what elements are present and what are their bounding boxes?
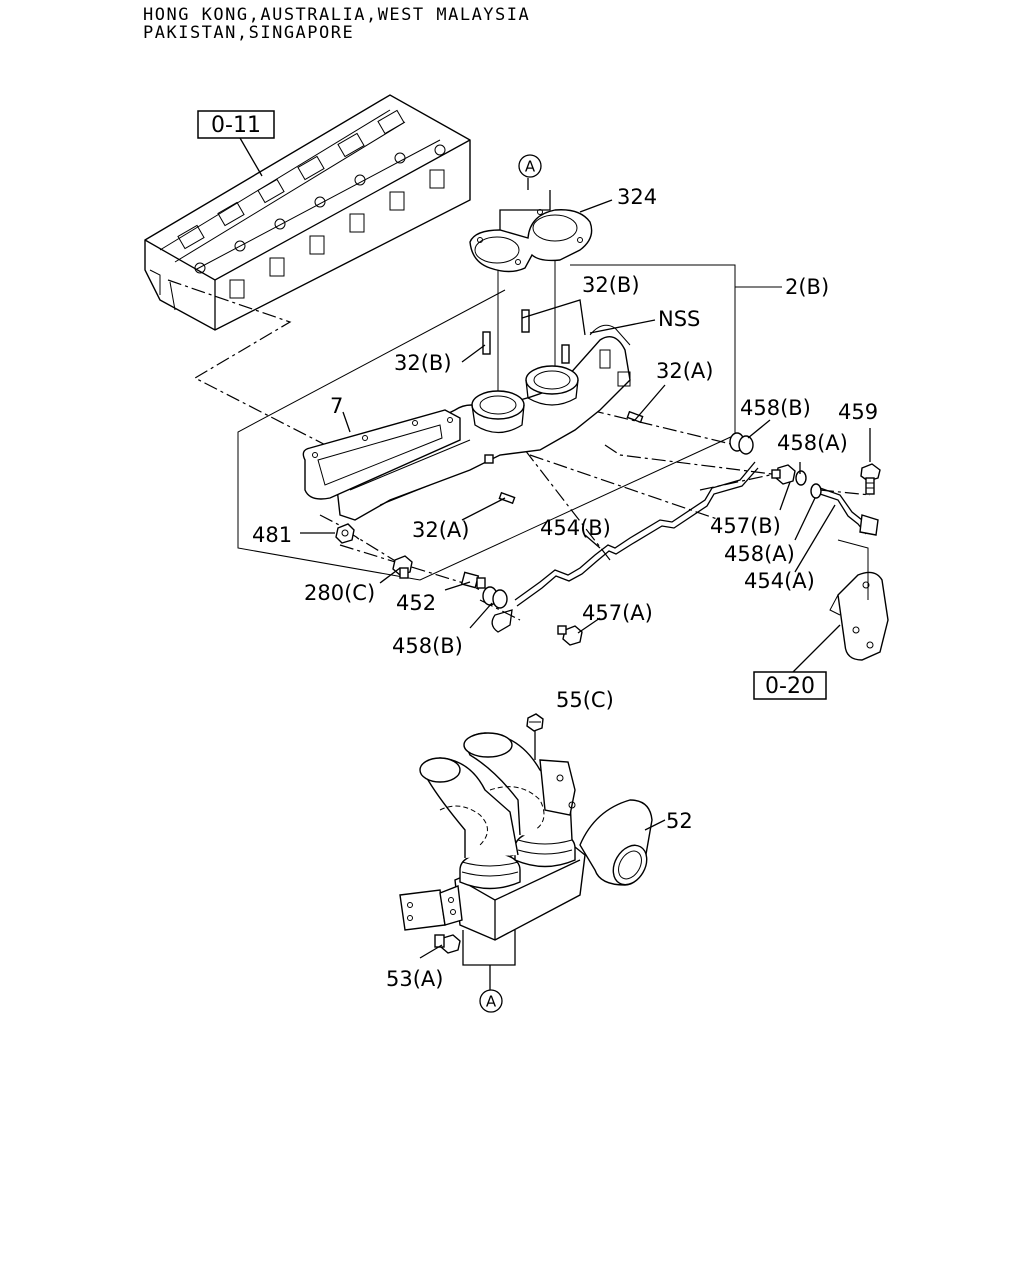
pipe-454b-drawing	[491, 461, 759, 633]
eyebolt-457b-drawing	[771, 464, 796, 485]
callout-a-circle-top	[518, 154, 542, 178]
leader-32a-right	[634, 384, 666, 421]
label-2b: 2(B)	[785, 275, 829, 299]
label-458b-low: 458(B)	[392, 634, 463, 658]
leader-nss	[589, 319, 656, 334]
washer-458b-top-drawing	[729, 432, 754, 455]
leader-457a	[577, 617, 601, 634]
ref-label-0-20: 0-20	[765, 674, 815, 699]
leader-458b-low	[469, 602, 493, 629]
callout-a-top: A	[525, 158, 536, 176]
label-457b: 457(B)	[710, 514, 781, 538]
leader-53a	[419, 944, 443, 959]
bolt-53a-drawing	[434, 934, 461, 954]
ref-label-0-11: 0-11	[211, 113, 261, 138]
ref-box-0-20	[753, 671, 827, 700]
leader-454a	[794, 504, 836, 573]
label-457a: 457(A)	[582, 601, 653, 625]
leader-0-20	[789, 624, 841, 676]
label-454a: 454(A)	[744, 569, 815, 593]
gasket-7-drawing	[302, 409, 461, 500]
leader-7	[342, 411, 351, 433]
label-458b-top: 458(B)	[740, 396, 811, 420]
leader-458a-low	[794, 497, 816, 541]
label-280c: 280(C)	[304, 581, 375, 605]
bolt-280c-drawing	[392, 555, 413, 579]
label-324: 324	[617, 185, 657, 209]
label-452: 452	[396, 591, 436, 615]
leader-32b-left	[461, 344, 486, 363]
leader-458b-top	[747, 419, 771, 439]
label-32b-top: 32(B)	[582, 273, 640, 297]
turbo-elbow-52-drawing	[399, 732, 653, 941]
label-53a: 53(A)	[386, 967, 443, 991]
label-55c: 55(C)	[556, 688, 614, 712]
eyebolt-457a-drawing	[557, 625, 583, 646]
leader-452	[444, 581, 471, 591]
nut-55c-drawing	[526, 713, 544, 732]
label-32b-left: 32(B)	[394, 351, 452, 375]
nut-481-drawing	[335, 523, 355, 544]
ref-box-0-11	[197, 110, 275, 139]
stud-32a-drawing	[484, 410, 644, 505]
gasket-324-drawing	[469, 209, 593, 273]
leader-280c	[379, 567, 401, 584]
label-7: 7	[330, 394, 343, 418]
bolt-459-drawing	[860, 463, 881, 495]
leader-324	[579, 199, 613, 213]
label-32a-low: 32(A)	[412, 518, 469, 542]
callout-a-bottom: A	[486, 993, 497, 1011]
group-bracket-2b	[237, 264, 736, 581]
label-52: 52	[666, 809, 693, 833]
callout-a-circle-bottom	[479, 989, 503, 1013]
bracket-leader-frame	[837, 539, 869, 600]
washer-458a-drawing	[795, 470, 822, 499]
leader-457b	[779, 481, 791, 511]
leader-0-11	[239, 137, 263, 177]
cylinder-head-drawing	[144, 94, 471, 331]
label-459: 459	[838, 400, 878, 424]
union-452-drawing	[460, 571, 486, 589]
callout-a-bracket-bottom	[462, 930, 516, 966]
label-454b: 454(B)	[540, 516, 611, 540]
stud-32b-drawing	[482, 309, 570, 364]
header-line-2: PAKISTAN,SINGAPORE	[143, 23, 355, 43]
callout-a-bracket-top	[499, 190, 551, 230]
label-nss: NSS	[658, 307, 700, 331]
pipe-454a-drawing	[819, 487, 879, 536]
leader-52	[644, 819, 666, 831]
header-line-1: HONG KONG,AUSTRALIA,WEST MALAYSIA	[143, 5, 531, 25]
label-458a-top: 458(A)	[777, 431, 848, 455]
leader-32a-low	[461, 497, 506, 521]
exhaust-manifold-drawing	[334, 324, 631, 521]
leader-32b-top	[521, 299, 586, 336]
washer-458b-low-drawing	[482, 586, 508, 609]
label-481: 481	[252, 523, 292, 547]
bracket-0-20-drawing	[829, 571, 889, 661]
label-458a-low: 458(A)	[724, 542, 795, 566]
label-32a-right: 32(A)	[656, 359, 713, 383]
leader-454b	[584, 534, 601, 549]
